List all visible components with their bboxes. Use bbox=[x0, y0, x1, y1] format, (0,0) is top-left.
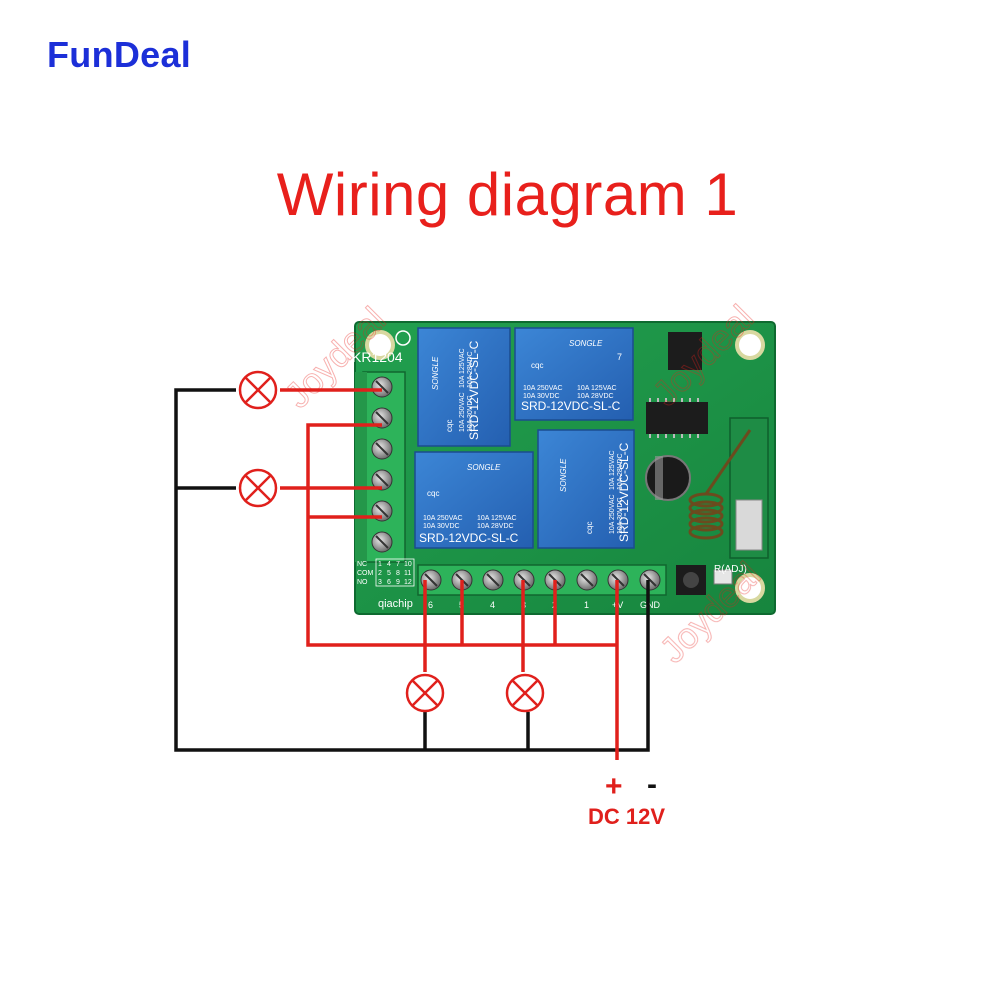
relay-1: SRD-12VDC-SL-C 10A 250VAC 10A 30VDC 10A … bbox=[417, 327, 511, 447]
relay-pin-mark: 7 bbox=[617, 352, 622, 362]
grid-cell: 10 bbox=[404, 561, 412, 568]
grid-cell: 1 bbox=[378, 561, 382, 568]
board-maker: qiachip bbox=[378, 598, 413, 610]
relay-model: SRD-12VDC-SL-C bbox=[521, 399, 621, 413]
grid-cell: 4 bbox=[387, 561, 391, 568]
relay-brand: SONGLE bbox=[559, 458, 568, 492]
relay-cert: cqc bbox=[531, 361, 543, 370]
return-wire bbox=[174, 388, 650, 752]
lamp-cross-circle-icon bbox=[405, 673, 445, 713]
grid-cell: 5 bbox=[387, 570, 391, 577]
screw-terminal bbox=[371, 531, 393, 553]
terminal-label: 1 bbox=[584, 600, 589, 610]
grid-cell: 3 bbox=[378, 579, 382, 586]
minus-sign: - bbox=[647, 768, 657, 801]
relay-rating: 10A 250VAC bbox=[459, 392, 466, 432]
grid-cell: 12 bbox=[404, 579, 412, 586]
relay-rating: 10A 30VDC bbox=[423, 523, 460, 530]
relay-cert: cqc bbox=[427, 489, 439, 498]
terminal-label: GND bbox=[640, 600, 661, 610]
screw-terminal bbox=[371, 376, 393, 398]
relay-2: SRD-12VDC-SL-C 10A 250VAC 10A 30VDC 10A … bbox=[514, 327, 634, 421]
supply-label: DC 12V bbox=[588, 804, 665, 829]
plus-sign: + bbox=[605, 770, 623, 803]
relay-cert: cqc bbox=[445, 420, 454, 432]
capacitor bbox=[645, 455, 691, 501]
row-label-com: COM bbox=[357, 570, 374, 577]
grid-cell: 6 bbox=[387, 579, 391, 586]
relay-rating: 10A 125VAC bbox=[459, 348, 466, 388]
relay-rating: 10A 125VAC bbox=[577, 385, 617, 392]
board-model: KR1204 bbox=[352, 349, 403, 365]
decoder-ic bbox=[646, 402, 708, 434]
adj-label: R(ADJ) bbox=[714, 564, 747, 575]
relay-rating: 10A 28VDC bbox=[477, 523, 514, 530]
brand-logo: FunDeal bbox=[47, 34, 192, 75]
relay-brand: SONGLE bbox=[431, 356, 440, 390]
crystal bbox=[735, 499, 763, 551]
relay-model: SRD-12VDC-SL-C bbox=[419, 531, 519, 545]
relay-rating: 10A 28VDC bbox=[617, 453, 624, 490]
lamp-cross-circle-icon bbox=[238, 468, 278, 508]
relay-model: SRD-12VDC-SL-C bbox=[467, 340, 481, 440]
relay-rating: 10A 30VDC bbox=[523, 393, 560, 400]
relay-4: SRD-12VDC-SL-C 10A 250VAC 10A 30VDC 10A … bbox=[537, 429, 635, 549]
screw-terminal bbox=[371, 438, 393, 460]
terminal-legend: NC COM NO 1 4 7 10 2 5 8 11 3 6 9 12 bbox=[357, 558, 415, 587]
relay-model: SRD-12VDC-SL-C bbox=[617, 442, 631, 542]
row-label-nc: NC bbox=[357, 561, 367, 568]
relay-rating: 10A 250VAC bbox=[609, 494, 616, 534]
relay-rating: 10A 125VAC bbox=[609, 450, 616, 490]
bottom-terminal-block bbox=[417, 564, 667, 596]
resistor bbox=[713, 569, 733, 585]
screw-terminal bbox=[482, 569, 504, 591]
relay-rating: 10A 125VAC bbox=[477, 515, 517, 522]
mount-hole bbox=[365, 330, 395, 360]
relay-brand: SONGLE bbox=[569, 339, 603, 348]
relay-rating: 10A 250VAC bbox=[423, 515, 463, 522]
relay-rating: 10A 250VAC bbox=[523, 385, 563, 392]
relay-rating: 10A 28VDC bbox=[467, 351, 474, 388]
terminal-label: 4 bbox=[490, 600, 495, 610]
grid-cell: 9 bbox=[396, 579, 400, 586]
screw-terminal bbox=[371, 469, 393, 491]
relay-rating: 10A 30VDC bbox=[467, 395, 474, 432]
screw-terminal bbox=[576, 569, 598, 591]
lamp-cross-circle-icon bbox=[505, 673, 545, 713]
mount-hole bbox=[735, 573, 765, 603]
lamp-cross-circle-icon bbox=[238, 370, 278, 410]
grid-cell: 7 bbox=[396, 561, 400, 568]
grid-cell: 11 bbox=[404, 570, 411, 577]
relay-cert: cqc bbox=[585, 522, 594, 534]
relay-rating: 10A 30VDC bbox=[617, 497, 624, 534]
relay-board: KR1204 NC COM NO 1 4 7 10 2 5 8 11 3 bbox=[352, 321, 776, 615]
chip bbox=[668, 332, 702, 370]
grid-cell: 8 bbox=[396, 570, 400, 577]
wiring bbox=[174, 388, 650, 760]
relay-3: SRD-12VDC-SL-C 10A 250VAC 10A 30VDC 10A … bbox=[414, 451, 534, 549]
grid-cell: 2 bbox=[378, 570, 382, 577]
left-terminal-block bbox=[355, 371, 406, 563]
antenna-coil bbox=[688, 429, 752, 540]
screw-terminal bbox=[371, 500, 393, 522]
relay-rating: 10A 28VDC bbox=[577, 393, 614, 400]
relay-brand: SONGLE bbox=[467, 463, 501, 472]
diagram-title: Wiring diagram 1 bbox=[276, 161, 739, 228]
screw-terminal bbox=[639, 569, 661, 591]
mount-hole bbox=[735, 330, 765, 360]
terminal-label: 6 bbox=[428, 600, 433, 610]
row-label-no: NO bbox=[357, 579, 368, 586]
screw-terminal bbox=[371, 407, 393, 429]
